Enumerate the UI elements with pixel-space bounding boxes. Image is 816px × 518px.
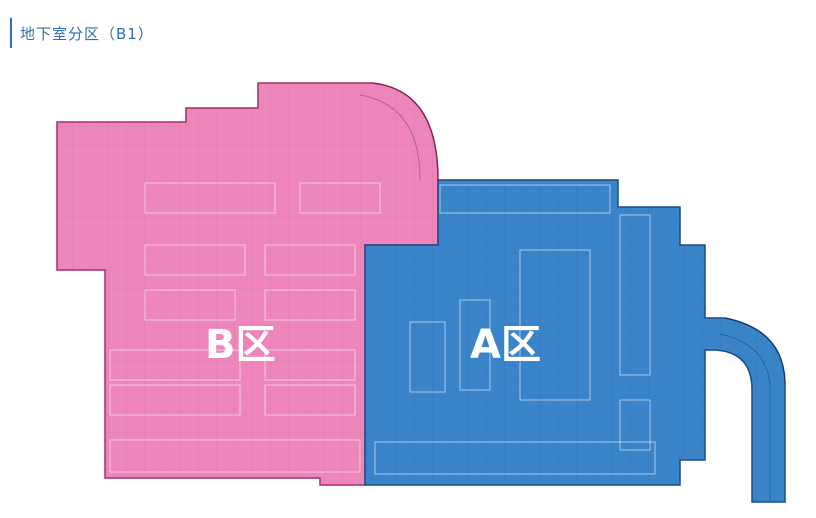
page-title-text: 地下室分区（B1） xyxy=(20,24,154,43)
page-title: 地下室分区（B1） xyxy=(10,18,154,48)
zone-a-label: A区 xyxy=(470,322,541,368)
parking-rows xyxy=(109,182,656,475)
driveway xyxy=(359,82,786,500)
zone-a[interactable] xyxy=(364,179,786,503)
zone-b-label: B区 xyxy=(205,322,276,368)
